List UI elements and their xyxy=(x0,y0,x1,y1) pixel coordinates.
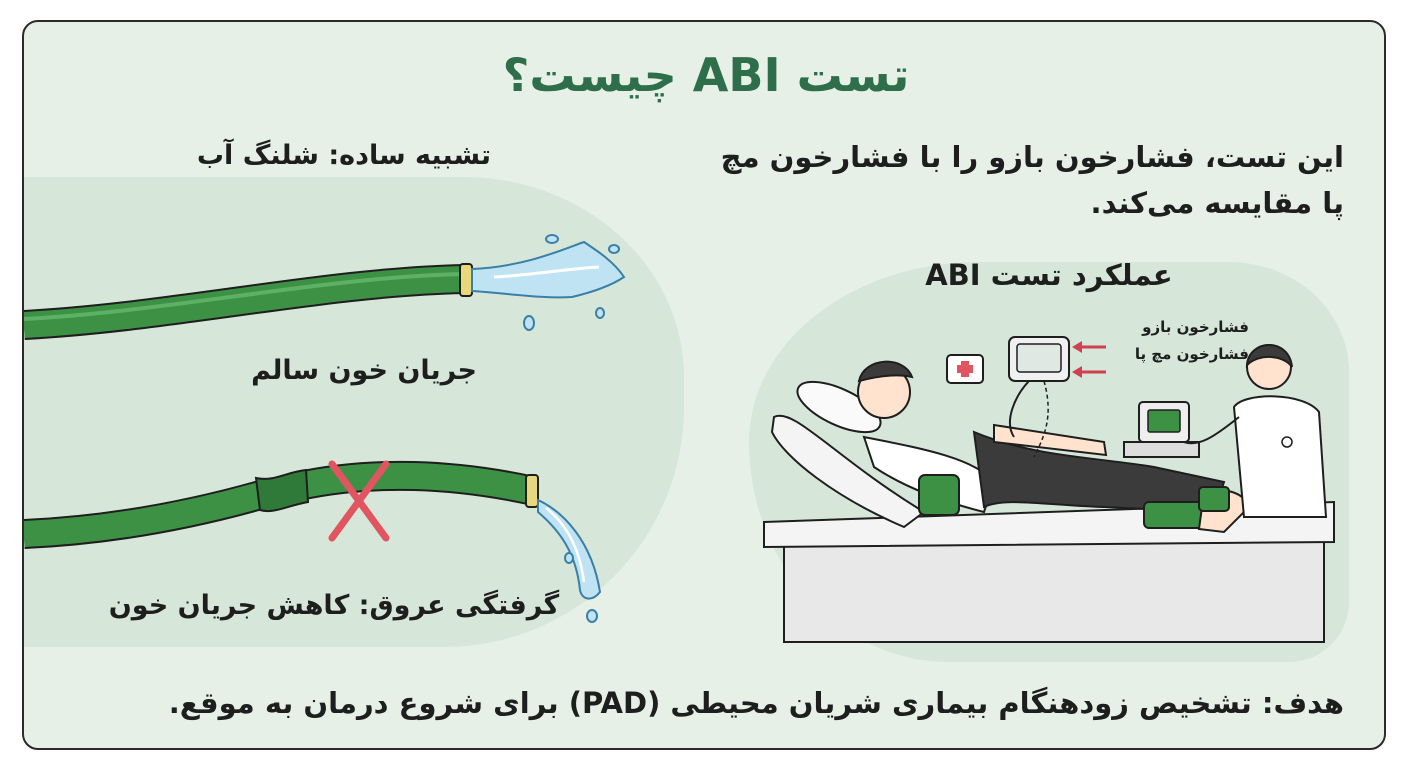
blocked-flow-label: گرفتگی عروق: کاهش جریان خون xyxy=(108,590,560,621)
test-description: این تست، فشارخون بازو را با فشارخون مچ پ… xyxy=(720,140,1344,220)
analogy-title: تشبیه ساده: شلنگ آب xyxy=(196,140,492,171)
doppler-device xyxy=(1123,401,1200,458)
water-drip-icon xyxy=(537,498,602,623)
healthy-hose-illustration xyxy=(24,234,626,340)
ankle-pressure-label: فشارخون مچ پا xyxy=(1134,345,1249,363)
healthy-flow-label: جریان خون سالم xyxy=(251,355,477,386)
abi-test-illustration xyxy=(763,336,1335,643)
blocked-hose-illustration xyxy=(24,460,602,623)
page-title: تست ABI چیست؟ xyxy=(502,48,910,102)
first-aid-kit-icon xyxy=(946,354,984,384)
infographic-card: تست ABI چیست؟ تشبیه ساده: شلنگ آب جریان … xyxy=(22,20,1386,750)
blood-pressure-monitor xyxy=(1008,336,1106,458)
blockage-cross-icon xyxy=(328,460,390,542)
water-spray-icon xyxy=(471,234,626,331)
exam-bed xyxy=(763,380,1335,643)
arm-pressure-label: فشارخون بازو xyxy=(1142,318,1249,336)
goal-statement: هدف: تشخیص زودهنگام بیماری شریان محیطی (… xyxy=(168,686,1344,720)
nurse-figure xyxy=(1183,344,1328,518)
abi-section-title: عملکرد تست ABI xyxy=(925,258,1173,292)
